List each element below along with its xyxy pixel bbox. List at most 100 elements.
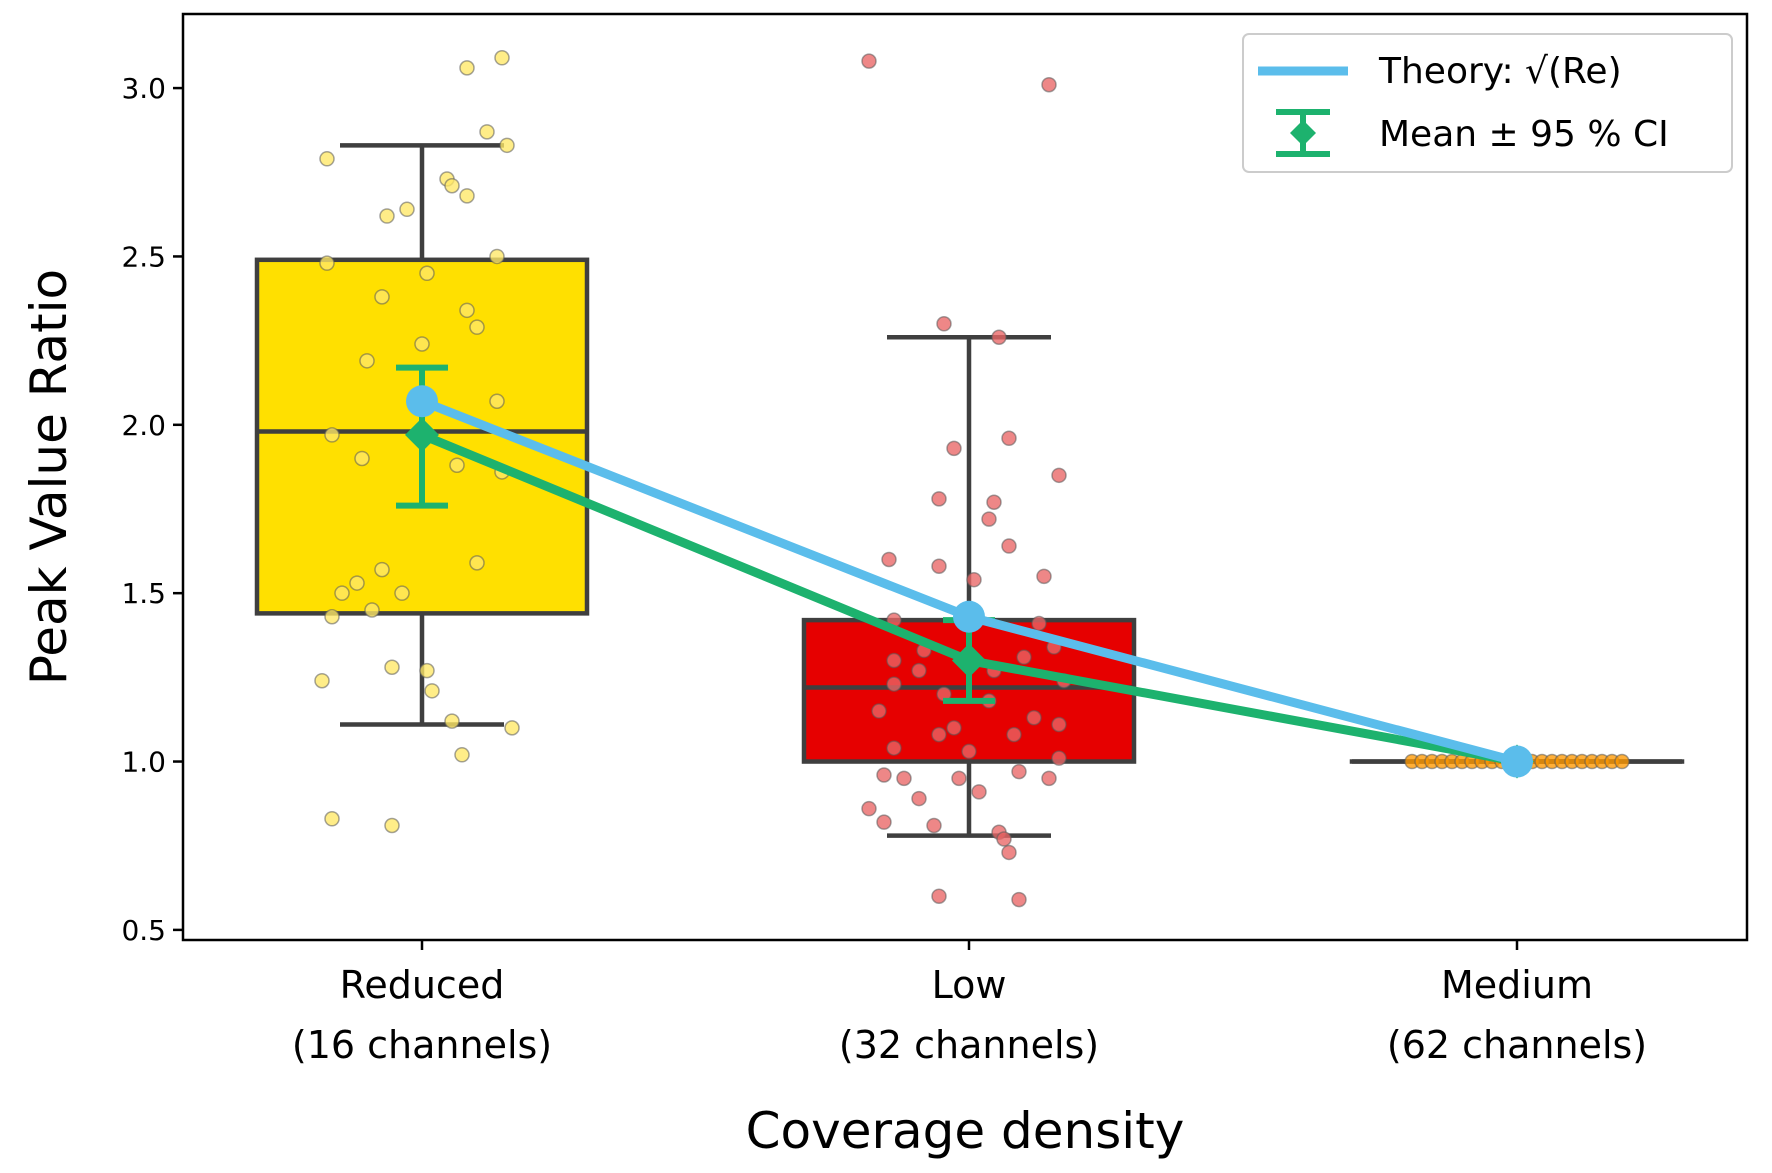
data-point [354, 450, 370, 467]
legend-mean-diamond [1290, 120, 1316, 146]
x-tick-label-line2: (62 channels) [1387, 1023, 1647, 1067]
data-point [459, 60, 475, 76]
x-axis-title: Coverage density [746, 1102, 1185, 1160]
box-group [801, 335, 1137, 838]
data-point [911, 662, 927, 679]
data-point [861, 800, 877, 817]
data-point [489, 248, 505, 265]
data-point [1001, 430, 1017, 447]
y-tick-label: 1.0 [121, 746, 166, 779]
data-point [319, 151, 335, 167]
theory-marker [406, 385, 438, 418]
data-point [931, 726, 947, 743]
data-point [1001, 844, 1017, 861]
data-point [469, 555, 485, 571]
data-point [911, 790, 927, 807]
legend-mean-label: Mean ± 95 % CI [1379, 114, 1669, 155]
data-point [886, 652, 902, 669]
data-point [414, 336, 430, 352]
x-tick-label-line2: (16 channels) [292, 1023, 552, 1067]
data-point [479, 124, 495, 140]
data-point [324, 427, 340, 443]
data-point [494, 50, 510, 66]
data-point [374, 289, 390, 305]
y-tick-label: 3.0 [121, 72, 166, 105]
data-point [996, 831, 1012, 847]
y-tick-label: 1.5 [121, 577, 166, 610]
x-tick-label-line2: (32 channels) [839, 1023, 1099, 1067]
data-point [359, 353, 375, 369]
data-point [1051, 750, 1067, 766]
data-point [991, 329, 1007, 346]
theory-marker [953, 600, 985, 633]
box-layer [254, 143, 1685, 838]
data-point [896, 770, 912, 787]
mean-marker [952, 643, 986, 678]
data-point [449, 457, 465, 473]
data-point [966, 571, 982, 588]
data-point [886, 676, 902, 692]
legend-mean-swatch [1276, 109, 1330, 157]
data-point [419, 265, 435, 282]
data-point [384, 817, 400, 834]
jitter-points-layer [314, 50, 1630, 908]
legend-box [1242, 33, 1733, 173]
data-point [444, 713, 460, 729]
data-point [394, 585, 410, 601]
data-point [946, 720, 962, 736]
data-point [349, 575, 365, 591]
data-point [1011, 891, 1027, 908]
data-point [1041, 76, 1057, 93]
data-point [384, 659, 400, 676]
data-point [444, 177, 460, 194]
y-tick-label: 2.0 [121, 409, 166, 442]
data-point [931, 491, 947, 507]
data-point [399, 201, 415, 218]
data-point [319, 255, 335, 271]
data-point [1006, 726, 1022, 743]
data-point [469, 319, 485, 335]
data-point [946, 440, 962, 457]
data-point [1614, 753, 1630, 770]
plot-frame [181, 12, 1749, 942]
data-point [459, 302, 475, 319]
data-point [499, 137, 515, 154]
data-point [1041, 770, 1057, 787]
data-point [861, 53, 877, 69]
data-point [936, 316, 952, 332]
data-point [374, 561, 390, 578]
legend: Theory: √(Re) Mean ± 95 % CI [1242, 33, 1733, 173]
data-point [986, 494, 1002, 511]
data-point [881, 551, 897, 568]
data-point [886, 740, 902, 756]
data-point [1051, 467, 1067, 484]
data-point [871, 703, 887, 719]
data-point [931, 558, 947, 574]
data-point [951, 770, 967, 787]
data-point [981, 511, 997, 527]
data-point [1001, 538, 1017, 554]
data-point [931, 888, 947, 904]
data-point [1031, 615, 1047, 632]
x-tick-label-line1: Medium [1441, 963, 1593, 1007]
axes-layer [181, 12, 1749, 942]
data-point [1026, 710, 1042, 726]
data-point [876, 767, 892, 783]
data-point [324, 608, 340, 625]
theory-marker [1501, 745, 1533, 778]
data-point [504, 720, 520, 736]
data-point [424, 683, 440, 699]
data-point [379, 208, 395, 224]
data-point [971, 784, 987, 800]
y-tick-label: 0.5 [121, 914, 166, 947]
data-point [1051, 716, 1067, 733]
y-tick-label: 2.5 [121, 240, 166, 273]
data-point [459, 188, 475, 204]
data-point [1011, 763, 1027, 780]
x-tick-label-line1: Reduced [340, 963, 505, 1007]
data-point [489, 393, 505, 409]
x-tick-label-line1: Low [932, 963, 1007, 1007]
data-point [454, 747, 470, 763]
data-point [876, 814, 892, 830]
